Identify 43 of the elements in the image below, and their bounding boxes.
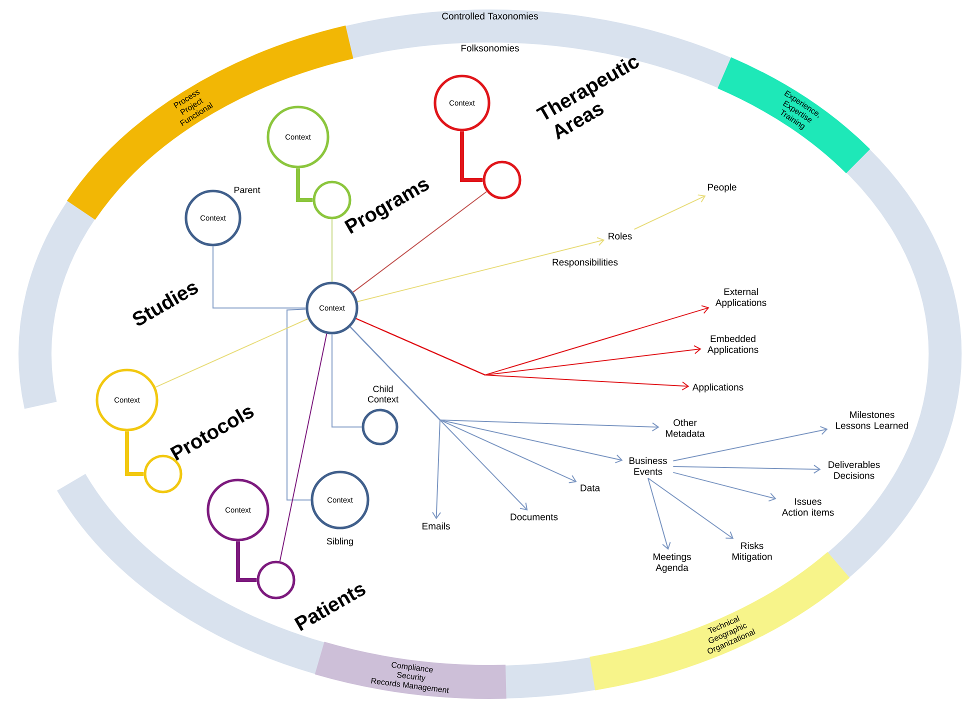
connector-line [212,246,306,308]
connector-bar [296,168,313,202]
band-label: Controlled Taxonomies [442,12,538,20]
term-label: Roles [608,232,632,240]
arrow [350,326,660,432]
band-label: Folksonomies [461,44,519,52]
arrow [357,237,605,302]
term-label: Embedded Applications [707,335,758,355]
connector-bar [460,131,483,182]
circle-caption: Parent [234,186,260,194]
circle-caption: Sibling [326,538,353,546]
arrow [672,464,821,474]
small-circle [482,160,522,200]
connector-line [155,318,308,388]
connector-line [332,334,362,428]
term-label: Applications [692,384,744,392]
term-label: Data [580,484,600,492]
term-label: Other Metadata [666,419,705,437]
arrow [634,194,706,230]
arrow [648,478,671,550]
term-label: Milestones Lessons Learned [836,411,908,429]
edge-label: Responsibilities [551,258,619,268]
term-label: Documents [510,514,558,520]
term-label: Risks Mitigation [732,542,772,562]
connector-line [352,191,488,293]
connector-line [286,308,312,500]
connector-line [279,333,328,562]
term-label: Meetings Agenda [654,553,691,573]
small-circle [256,560,296,600]
term-label: Issues Action items [782,498,834,516]
term-label: Business Events [630,457,667,475]
connector-bar [236,541,257,582]
term-label: Emails [422,522,450,530]
circle-caption: Child Context [368,386,398,402]
arrow [672,426,828,462]
arrow [672,472,776,502]
term-label: Deliverables Decisions [828,461,880,479]
term-label: People [708,184,736,192]
connector-bar [125,431,144,476]
arrow [356,318,690,390]
band-text: Compliance Security Records Management [371,662,450,694]
term-label: External Applications [715,288,766,308]
arrow [648,478,734,539]
